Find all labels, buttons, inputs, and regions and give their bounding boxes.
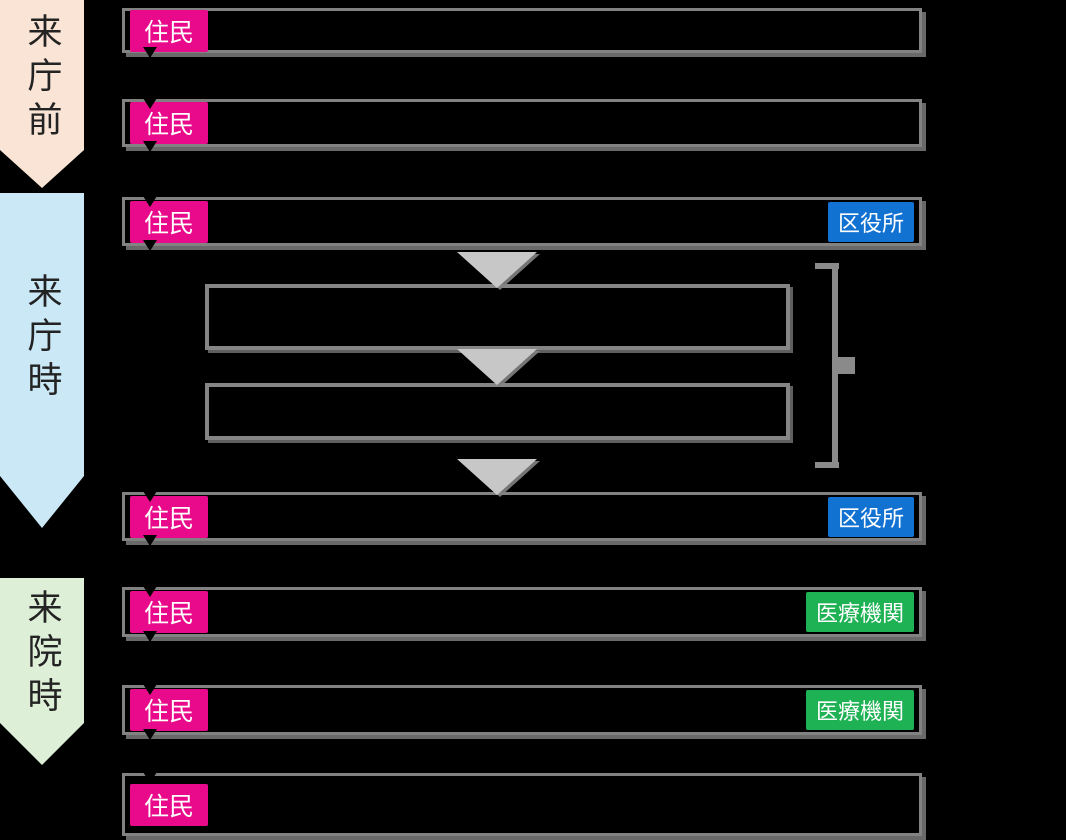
- bracket-middle-tick: [838, 357, 855, 374]
- arrow-stem: [149, 539, 151, 593]
- actor-tag-medical-institution: 医療機関: [805, 690, 914, 730]
- process-box-2: [205, 383, 790, 440]
- actor-tag-medical-institution: 医療機関: [805, 592, 914, 632]
- bracket-bottom-arm: [815, 462, 839, 468]
- arrow-stem: [149, 145, 151, 203]
- flow-row-2: 住民: [122, 99, 922, 147]
- down-triangle-icon: [457, 459, 537, 495]
- down-arrow-icon: [143, 535, 157, 597]
- arrow-stem: [149, 51, 151, 105]
- down-arrow-icon: [143, 47, 157, 109]
- down-arrow-icon: [143, 631, 157, 695]
- flow-row-1: 住民: [122, 8, 922, 53]
- down-arrow-icon: [143, 729, 157, 783]
- actor-tag-resident: 住民: [130, 102, 208, 144]
- actor-tag-resident: 住民: [130, 495, 208, 538]
- actor-tag-resident: 住民: [130, 9, 208, 52]
- arrow-stem: [149, 733, 151, 779]
- flow-row-5: 住民 医療機関: [122, 587, 922, 637]
- actor-tag-resident: 住民: [130, 783, 208, 826]
- stage-label-at-clinic: 来院時: [22, 588, 62, 721]
- arrowhead: [143, 772, 157, 783]
- arrowhead: [143, 586, 157, 597]
- arrowhead: [143, 491, 157, 502]
- down-triangle-icon: [457, 349, 537, 385]
- down-arrow-icon: [143, 141, 157, 207]
- stage-label-at-office: 来庁時: [22, 272, 62, 405]
- arrowhead: [143, 631, 157, 642]
- down-arrow-icon: [143, 240, 157, 502]
- stage-banner-at-clinic: 来院時: [0, 578, 84, 765]
- arrowhead: [143, 47, 157, 58]
- actor-tag-resident: 住民: [130, 689, 208, 731]
- stage-banner-before-visit: 来庁前: [0, 0, 84, 188]
- flow-row-7: 住民: [122, 773, 922, 836]
- arrowhead: [143, 684, 157, 695]
- flow-row-4: 住民 区役所: [122, 492, 922, 541]
- stage-label-before-visit: 来庁前: [22, 13, 62, 145]
- actor-tag-ward-office: 区役所: [827, 496, 914, 537]
- process-box-1: [205, 284, 790, 350]
- arrowhead: [143, 535, 157, 546]
- arrowhead: [143, 196, 157, 207]
- stage-banner-at-office: 来庁時: [0, 193, 84, 528]
- arrowhead: [143, 240, 157, 251]
- actor-tag-resident: 住民: [130, 200, 208, 243]
- down-triangle-icon: [457, 252, 537, 288]
- arrowhead: [143, 98, 157, 109]
- arrowhead: [143, 141, 157, 152]
- bracket-vertical: [832, 263, 838, 468]
- actor-tag-resident: 住民: [130, 591, 208, 633]
- flow-row-3: 住民 区役所: [122, 197, 922, 246]
- arrowhead: [143, 729, 157, 740]
- flow-row-6: 住民 医療機関: [122, 685, 922, 735]
- actor-tag-ward-office: 区役所: [827, 201, 914, 242]
- bracket-top-arm: [815, 263, 839, 269]
- arrow-stem: [149, 635, 151, 691]
